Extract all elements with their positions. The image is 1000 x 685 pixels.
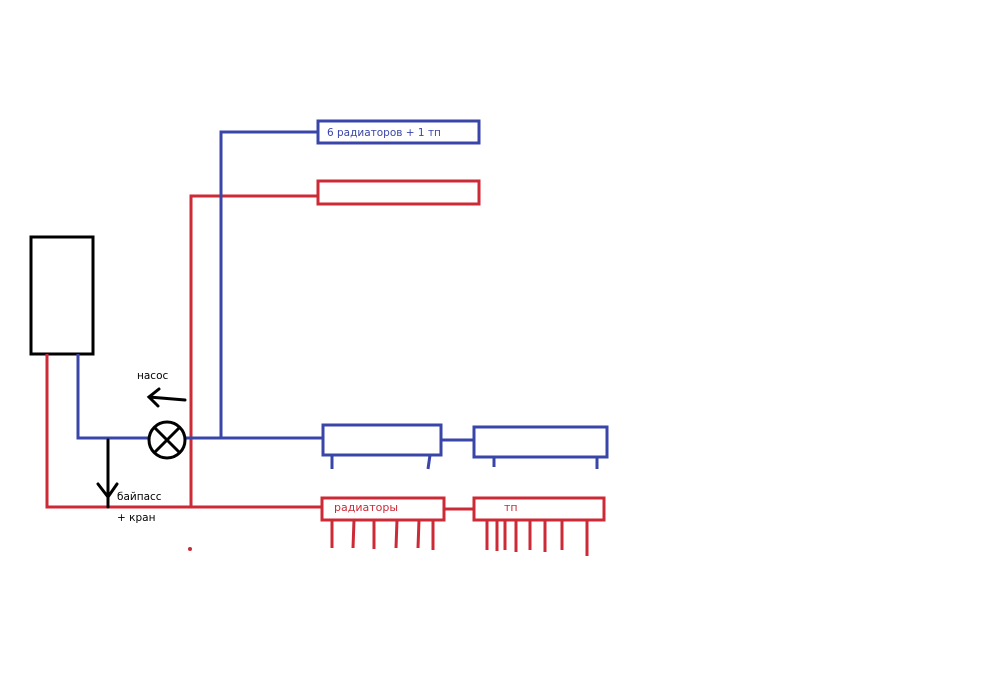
- radiators-return-box: [321, 423, 443, 457]
- boiler-supply-pipe: [45, 354, 322, 509]
- bypass-line: [96, 438, 119, 509]
- underfloor-label: тп: [504, 501, 518, 514]
- return-pipes: [76, 130, 474, 442]
- outlet-stub: [394, 519, 399, 549]
- radiators-outlets: [330, 519, 435, 550]
- tp-return-box: [472, 425, 609, 459]
- outlet-stub: [351, 519, 356, 549]
- arrow-down-icon: [96, 482, 119, 500]
- lower-return-group: [321, 423, 609, 470]
- lower-supply-group: [320, 496, 606, 522]
- boiler-return-pipe: [76, 354, 148, 440]
- radiators-label: радиаторы: [334, 501, 398, 514]
- valve-label: + кран: [117, 512, 155, 524]
- boiler-box: [29, 235, 95, 356]
- pump-label: насос: [137, 370, 168, 382]
- stray-dot: [188, 547, 192, 551]
- return-riser: [219, 130, 318, 438]
- radiators-return-stub: [426, 454, 432, 470]
- upper-supply-box: [316, 179, 481, 206]
- upper-radiators-label: 6 радиаторов + 1 тп: [327, 127, 441, 139]
- underfloor-outlets: [485, 520, 589, 556]
- supply-riser: [189, 194, 318, 507]
- tp-supply-box: [472, 496, 606, 522]
- arrow-left-icon: [146, 387, 187, 408]
- radiators-supply-box: [320, 496, 446, 522]
- upper-return-box: [316, 119, 481, 145]
- pump-circle-x-icon: [147, 420, 187, 460]
- bypass-label: байпасс: [117, 491, 162, 503]
- supply-pipes: [45, 194, 474, 511]
- outlet-stub: [416, 519, 421, 549]
